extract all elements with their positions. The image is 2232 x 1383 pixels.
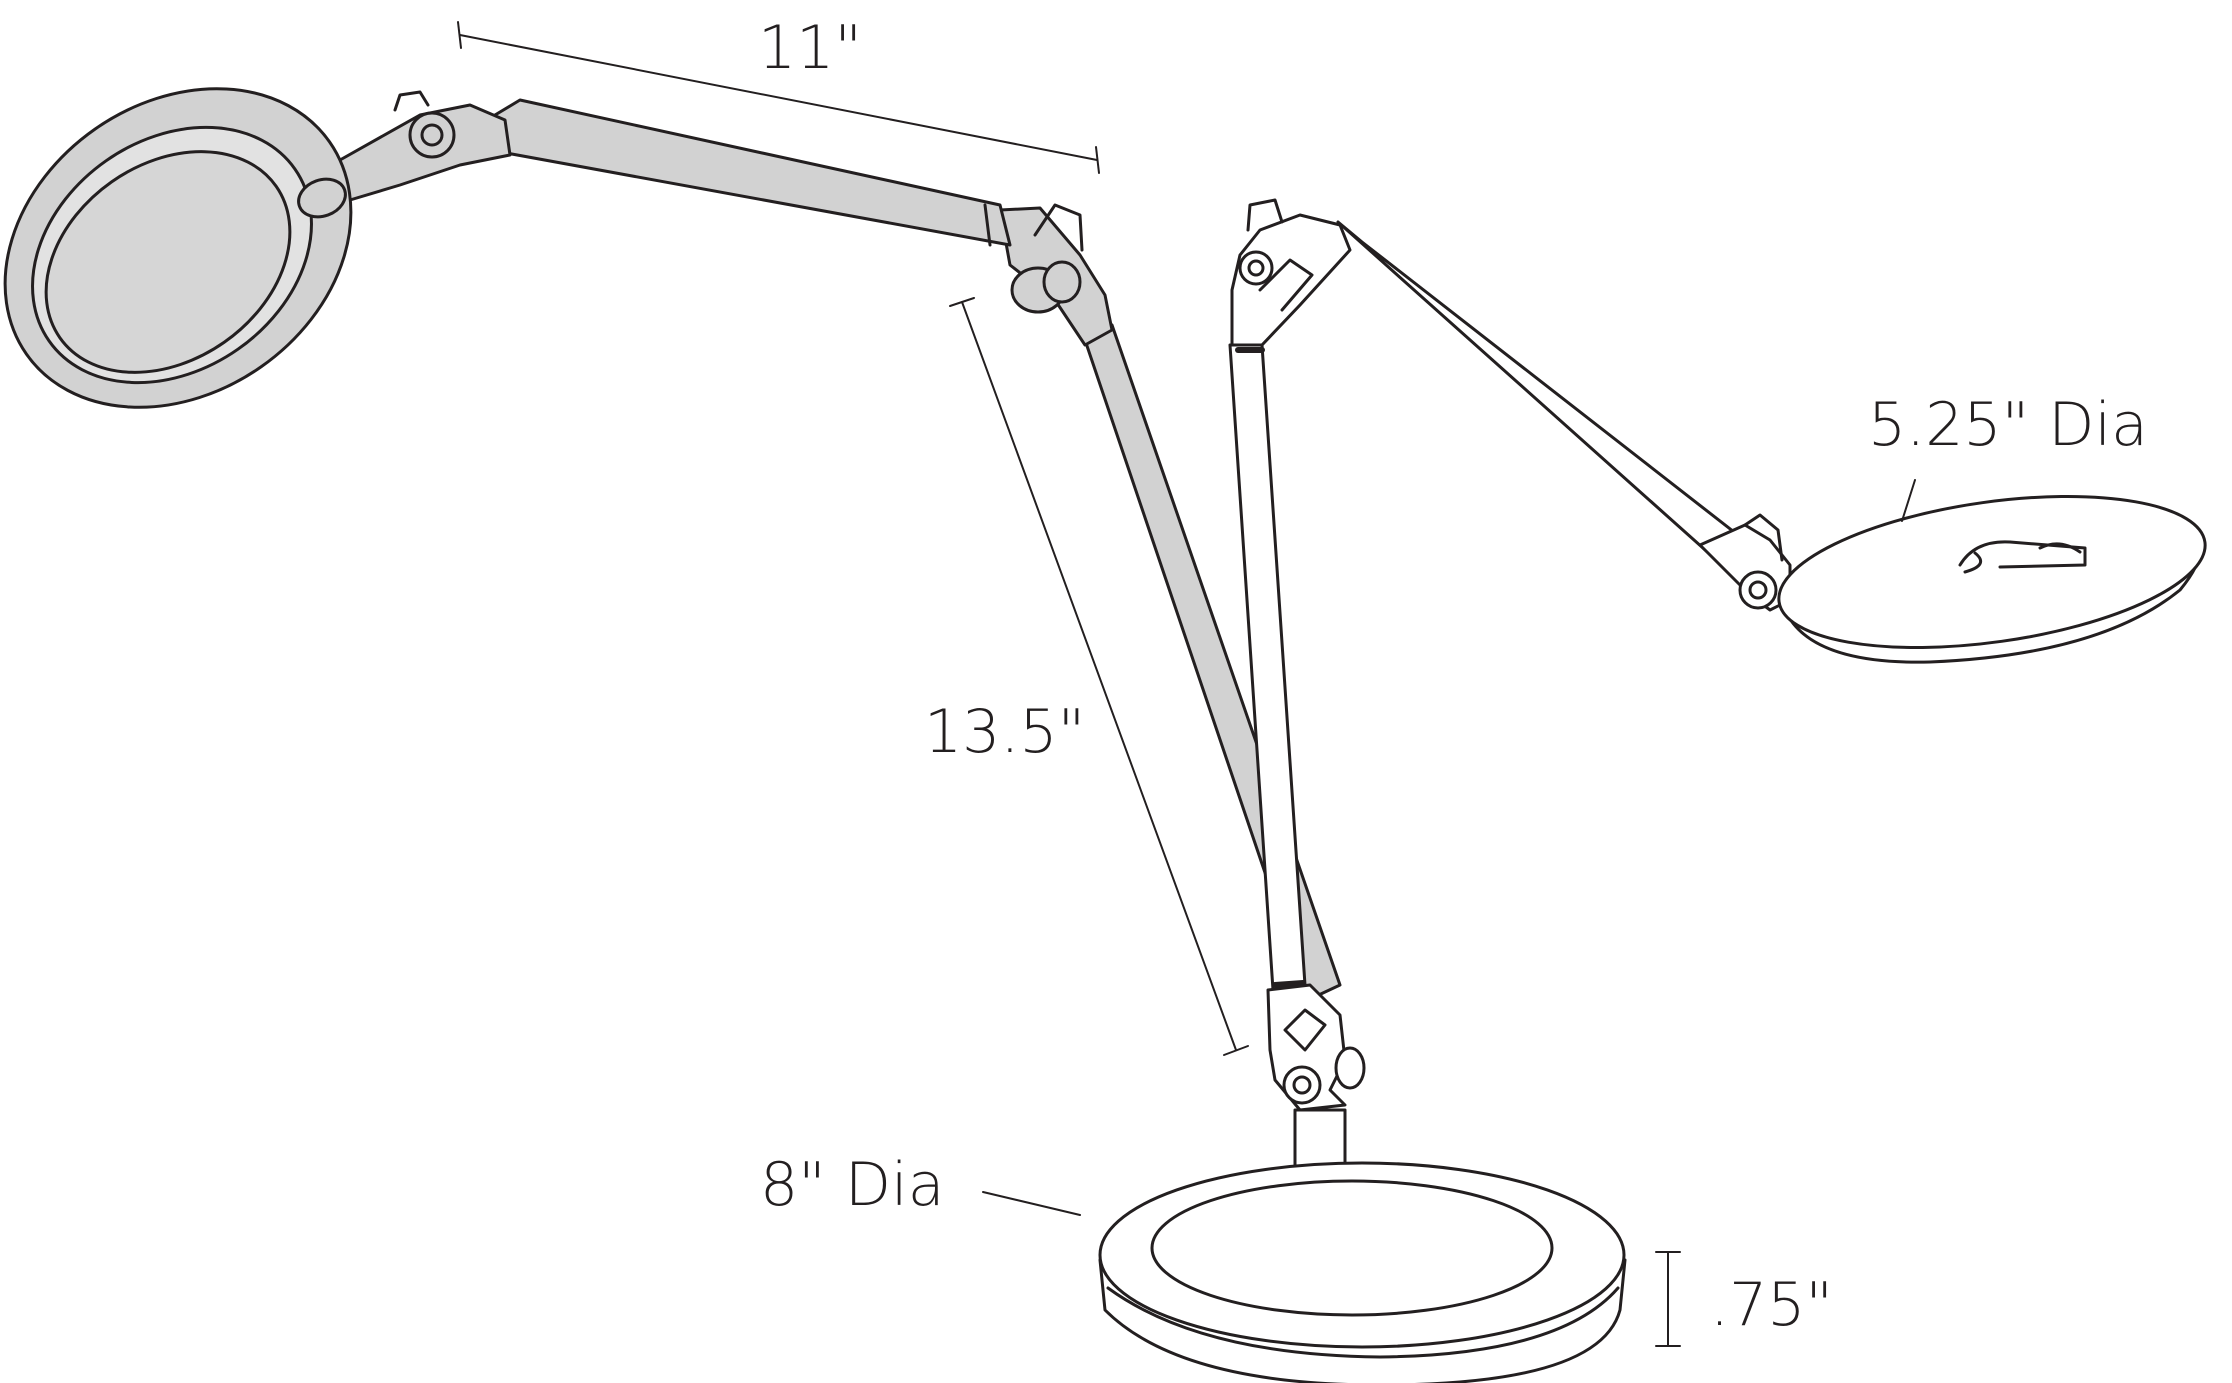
lamp-extended-position: [3, 87, 1342, 1002]
folded-base-neck: [1293, 1108, 1347, 1172]
label-base-diameter: 8" Dia: [760, 1150, 944, 1220]
label-arm-lower: 13.5": [924, 697, 1085, 767]
leader-head: [1901, 479, 1916, 522]
extended-elbow-bracket: [1033, 203, 1084, 252]
dim-line-arm-upper: [459, 34, 1098, 161]
folded-base-inner: [1150, 1179, 1554, 1317]
dimension-lines: [457, 21, 1916, 1347]
folded-top-elbow: [1230, 213, 1352, 347]
label-head-diameter: 5.25" Dia: [1868, 390, 2148, 460]
folded-lower-arm: [1228, 343, 1307, 992]
extended-lower-arm: [1083, 323, 1342, 1002]
dim-line-arm-lower: [961, 301, 1237, 1051]
label-arm-upper: 11": [758, 13, 862, 83]
extended-upper-arm: [488, 98, 1012, 247]
lamp-folded-position: [1098, 198, 2207, 1383]
folded-upper-arm: [1336, 220, 1772, 592]
folded-lamp-head: [1777, 494, 2207, 650]
leader-base: [982, 1191, 1081, 1216]
label-base-height: .75": [1710, 1270, 1833, 1340]
